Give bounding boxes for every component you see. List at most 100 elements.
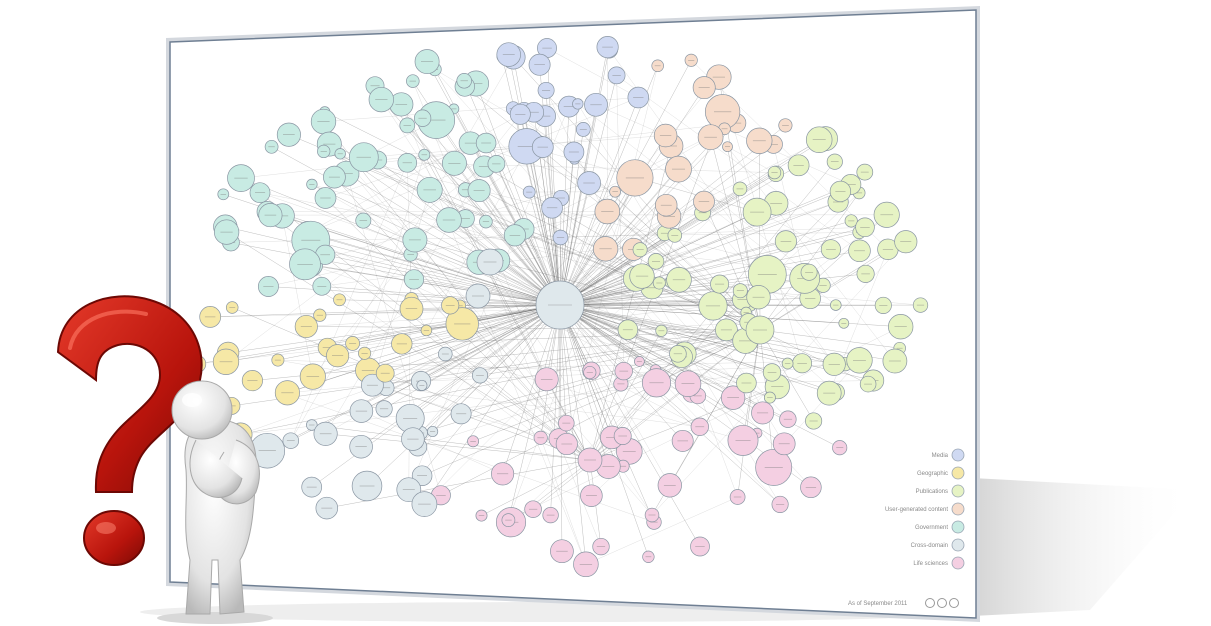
graph-edge	[411, 304, 561, 309]
graph-edge	[559, 304, 587, 565]
graph-edge	[420, 329, 761, 434]
graph-edge	[539, 64, 561, 306]
graph-edge	[225, 166, 485, 362]
graph-edge	[759, 329, 869, 385]
graph-edge	[329, 143, 761, 331]
graph-edge	[559, 201, 839, 306]
graph-edge	[478, 190, 781, 505]
legend-swatch	[951, 556, 965, 570]
graph-edge	[319, 304, 561, 316]
legend-label: Geographic	[917, 471, 948, 477]
graph-edge	[559, 104, 597, 306]
graph-edge	[759, 192, 860, 331]
graph-edge	[311, 424, 591, 461]
legend-swatch	[951, 448, 965, 462]
graph-edge	[559, 250, 860, 306]
graph-edge	[306, 326, 761, 331]
legend-label: Publications	[916, 489, 948, 495]
graph-edge	[410, 304, 561, 419]
graph-edge	[669, 329, 761, 486]
graph-edge	[384, 304, 561, 409]
graph-edge	[259, 192, 662, 331]
graph-edge	[407, 162, 775, 173]
graph-edge	[727, 146, 895, 362]
graph-edge	[277, 359, 422, 386]
graph-edge	[445, 203, 777, 355]
graph-edge	[559, 304, 655, 523]
graph-edge	[325, 433, 591, 461]
graph-edge	[465, 189, 561, 306]
legend-label: Life sciences	[913, 561, 948, 567]
graph-edge	[559, 138, 826, 306]
graph-edge	[559, 304, 846, 365]
graph-edge	[508, 177, 636, 521]
graph-edge	[305, 264, 561, 306]
graph-edge	[559, 97, 639, 306]
graph-edge	[759, 329, 900, 349]
graph-edge	[381, 99, 561, 306]
graph-edge	[550, 304, 561, 516]
graph-edge	[311, 304, 561, 488]
graph-edge	[559, 304, 701, 547]
graph-edge	[559, 191, 841, 306]
graph-edge	[523, 228, 670, 486]
graph-edge	[426, 61, 812, 488]
graph-edge	[559, 304, 835, 365]
graph-edge	[307, 232, 561, 306]
graph-edge	[540, 437, 587, 565]
legend-swatch	[951, 520, 965, 534]
graph-edge	[724, 128, 851, 185]
graph-edge	[210, 304, 561, 318]
graph-edge	[385, 304, 561, 374]
graph-edge	[363, 157, 561, 306]
graph-edge	[225, 304, 561, 362]
graph-edge	[311, 184, 637, 279]
graph-edge	[361, 410, 503, 474]
graph-edge	[560, 227, 865, 238]
graph-edge	[475, 83, 561, 306]
graph-edge	[559, 106, 570, 306]
legend: MediaGeographicPublicationsUser-generate…	[885, 448, 965, 570]
graph-edge	[464, 80, 561, 306]
graph-edge	[559, 103, 578, 306]
graph-edge	[271, 146, 561, 306]
graph-edge	[461, 329, 761, 414]
graph-edge	[559, 304, 860, 361]
graph-edge	[502, 304, 561, 474]
legend-label: Cross-domain	[911, 543, 948, 549]
graph-edge	[481, 459, 591, 516]
graph-edge	[268, 211, 608, 287]
graph-edge	[422, 118, 561, 306]
graph-edge	[240, 177, 561, 306]
graph-edge	[436, 119, 561, 306]
legend-swatch	[951, 466, 965, 480]
graph-edge	[372, 385, 700, 427]
legend-swatch	[951, 502, 965, 516]
graph-edge	[513, 57, 561, 306]
graph-edge	[360, 304, 561, 447]
graph-edge	[310, 232, 860, 241]
graph-edge	[311, 184, 561, 306]
graph-edge	[559, 304, 803, 364]
graph-edge	[306, 97, 639, 234]
graph-edge	[401, 104, 591, 461]
thinking-person-figure	[157, 380, 273, 624]
graph-edge	[498, 260, 547, 380]
graph-edge	[366, 304, 561, 487]
graph-edge	[230, 242, 561, 306]
diagram-board: MediaGeographicPublicationsUser-generate…	[166, 6, 980, 622]
graph-edge	[290, 57, 514, 441]
graph-edge	[546, 48, 639, 98]
graph-edge	[282, 215, 561, 306]
graph-edge	[559, 128, 725, 306]
graph-edge	[559, 304, 788, 364]
graph-edge	[552, 207, 662, 331]
question-mark-icon	[56, 295, 203, 566]
graph-edge	[559, 232, 860, 306]
graph-edge	[364, 154, 425, 354]
graph-edge	[325, 254, 561, 306]
graph-edge	[510, 329, 761, 523]
graph-edge	[559, 184, 851, 306]
legend-swatch	[951, 538, 965, 552]
